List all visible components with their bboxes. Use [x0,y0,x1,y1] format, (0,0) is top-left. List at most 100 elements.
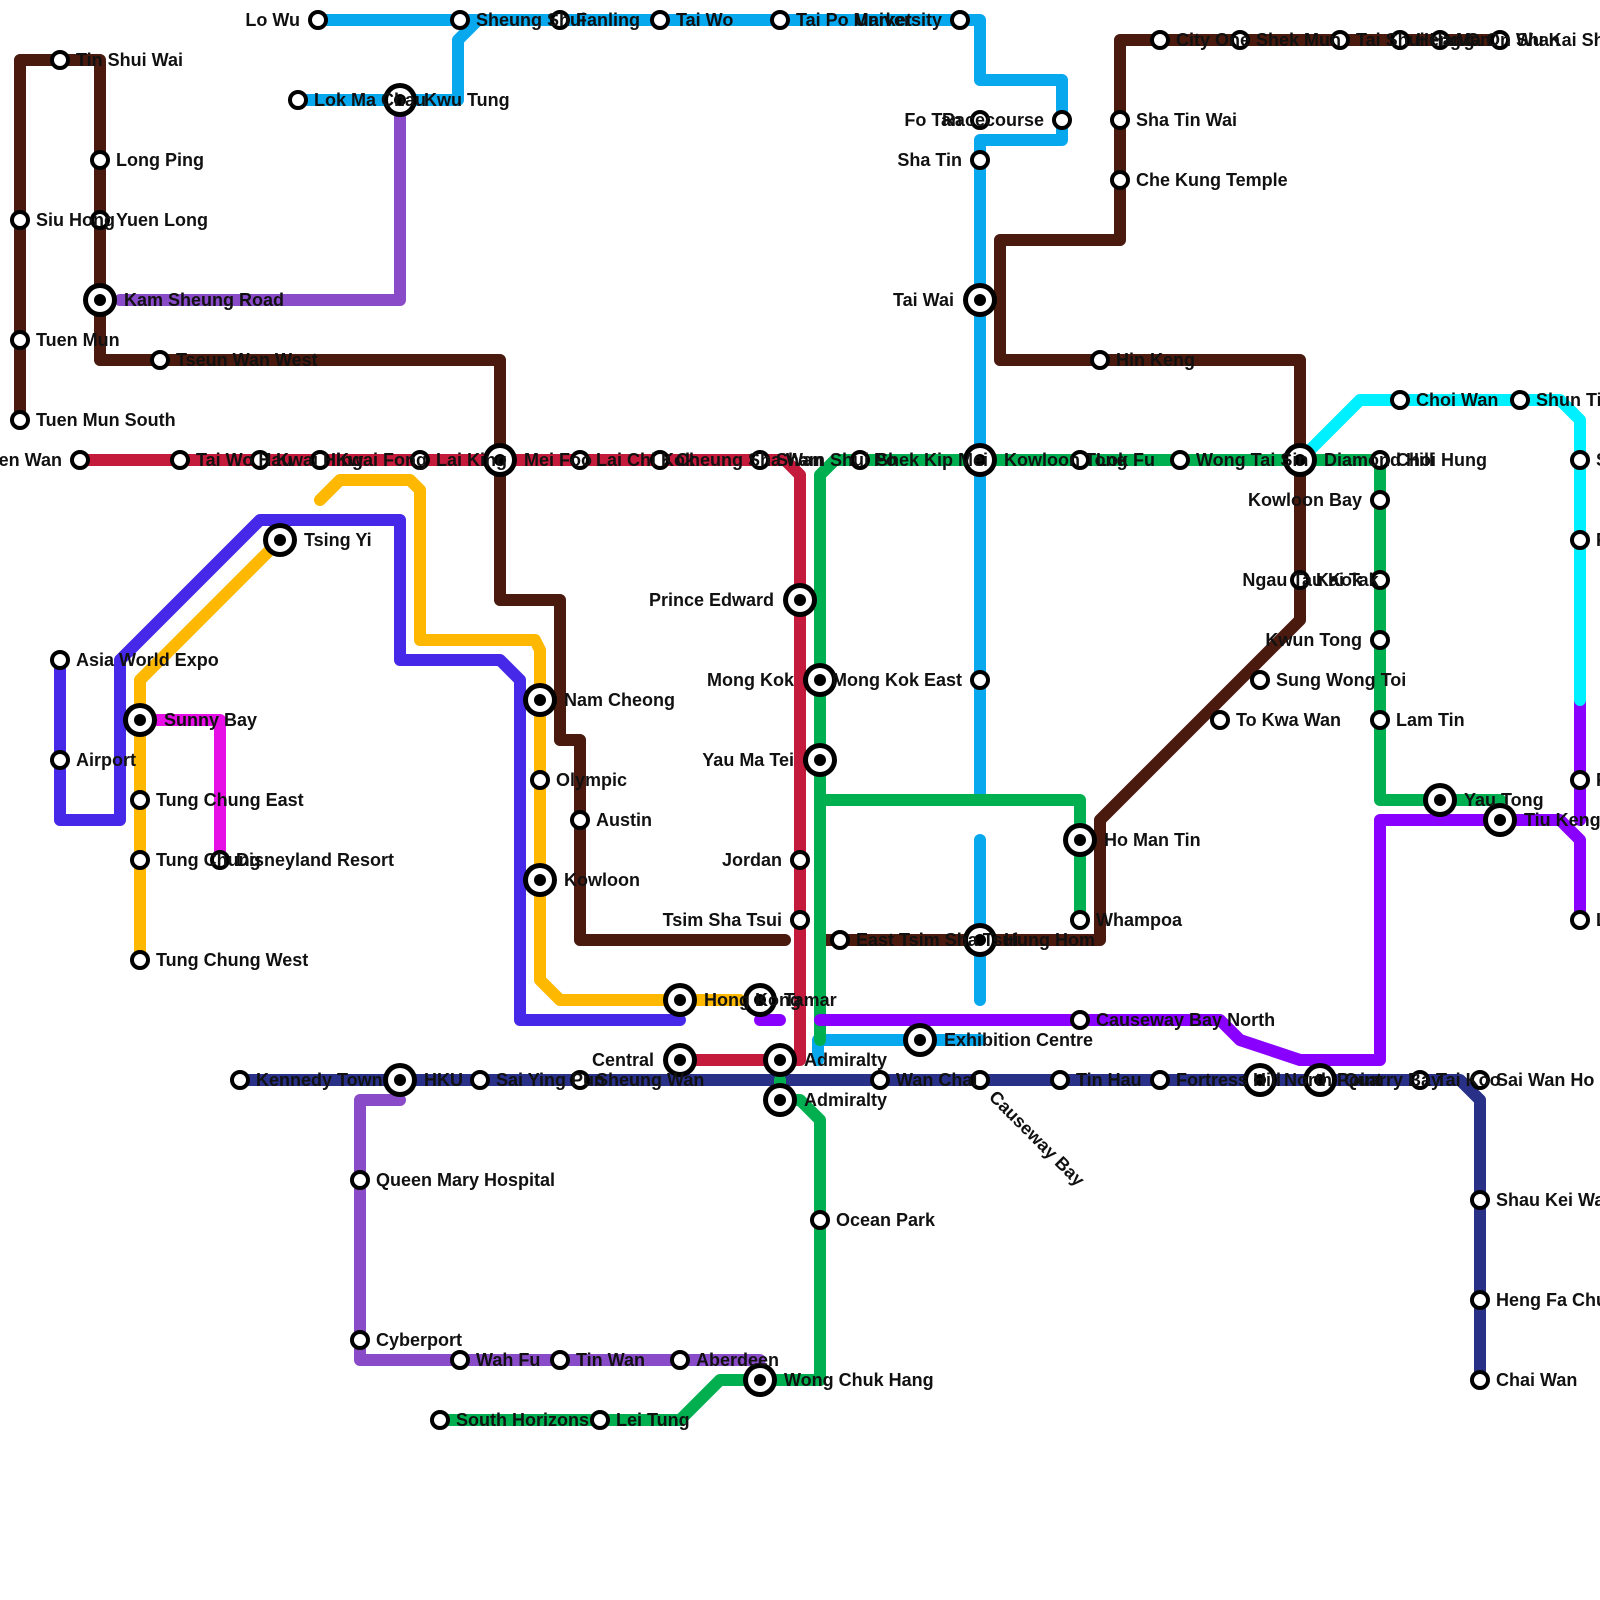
station-label-tuen-mun: Tuen Mun [36,330,120,350]
station-marker-tsim-sha-tsui[interactable] [792,912,808,928]
station-label-yau-tong: Yau Tong [1464,790,1544,810]
station-label-central: Central [592,1050,654,1070]
station-label-lai-king: Lai King [436,450,507,470]
station-marker-sheung-shui[interactable] [452,12,468,28]
station-marker-long-ping[interactable] [92,152,108,168]
station-marker-kwun-tong[interactable] [1372,632,1388,648]
station-marker-east-station-4[interactable] [1572,912,1588,928]
station-marker-tsuen-wan-west[interactable] [152,352,168,368]
station-marker-cyberport[interactable] [352,1332,368,1348]
station-marker-tuen-mun[interactable] [12,332,28,348]
station-label-south-horizons: South Horizons [456,1410,589,1430]
station-marker-choi-wan[interactable] [1392,392,1408,408]
station-label-fanling: Fanling [576,10,640,30]
station-label-university: University [855,10,942,30]
station-label-aberdeen: Aberdeen [696,1350,779,1370]
station-marker-airport[interactable] [52,752,68,768]
station-marker-queen-mary-hospital[interactable] [352,1172,368,1188]
station-label-prince-edward: Prince Edward [649,590,774,610]
station-marker-wah-fu[interactable] [452,1352,468,1368]
station-marker-lei-tung[interactable] [592,1412,608,1428]
station-marker-aberdeen[interactable] [672,1352,688,1368]
station-marker-wong-tai-sin[interactable] [1172,452,1188,468]
station-label-lei-tung: Lei Tung [616,1410,690,1430]
station-marker-tai-wo-hau[interactable] [172,452,188,468]
interchange-dot-hong-kong [674,994,686,1006]
station-marker-hin-keng[interactable] [1092,352,1108,368]
station-label-tung-chung-east: Tung Chung East [156,790,304,810]
station-label-cyberport: Cyberport [376,1330,462,1350]
station-marker-racecourse[interactable] [1054,112,1070,128]
station-marker-tin-shui-wai[interactable] [52,52,68,68]
station-marker-lam-tin[interactable] [1372,712,1388,728]
interchange-dot-hku [394,1074,406,1086]
station-marker-olympic[interactable] [532,772,548,788]
route-ma-on-shan [1300,400,1580,700]
station-marker-tung-chung-east[interactable] [132,792,148,808]
station-marker-austin[interactable] [572,812,588,828]
station-label-east-station-3: F [1596,770,1600,790]
station-label-chai-wan: Chai Wan [1496,1370,1577,1390]
station-marker-shun-tin[interactable] [1512,392,1528,408]
station-label-heng-fa-chuen: Heng Fa Chuen [1496,1290,1600,1310]
station-label-to-kwa-wan: To Kwa Wan [1236,710,1341,730]
interchange-dot-wong-chuk-hang [754,1374,766,1386]
station-marker-tung-chung[interactable] [132,852,148,868]
station-label-yau-ma-tei: Yau Ma Tei [702,750,794,770]
station-marker-east-station-2[interactable] [1572,532,1588,548]
station-marker-sai-ying-pun[interactable] [472,1072,488,1088]
station-marker-lo-wu[interactable] [310,12,326,28]
station-marker-city-one[interactable] [1152,32,1168,48]
station-marker-tung-chung-west[interactable] [132,952,148,968]
station-marker-south-horizons[interactable] [432,1412,448,1428]
station-marker-shau-kei-wan[interactable] [1472,1192,1488,1208]
station-marker-jordan[interactable] [792,852,808,868]
station-label-admiralty-tw: Admiralty [804,1050,887,1070]
station-marker-tai-wo[interactable] [652,12,668,28]
station-marker-east-station-1[interactable] [1572,452,1588,468]
station-label-tin-shui-wai: Tin Shui Wai [76,50,183,70]
station-label-city-one: City One [1176,30,1250,50]
station-marker-fortress-hill[interactable] [1152,1072,1168,1088]
station-marker-kowloon-bay[interactable] [1372,492,1388,508]
station-marker-whampoa[interactable] [1072,912,1088,928]
station-marker-siu-hong[interactable] [12,212,28,228]
station-label-wong-tai-sin: Wong Tai Sin [1196,450,1308,470]
station-marker-chai-wan[interactable] [1472,1372,1488,1388]
station-marker-to-kwa-wan[interactable] [1212,712,1228,728]
station-marker-wan-chai[interactable] [872,1072,888,1088]
interchange-dot-tiu-keng-leng [1494,814,1506,826]
station-label-sai-wan-ho: Sai Wan Ho [1496,1070,1594,1090]
station-marker-tai-po-market[interactable] [772,12,788,28]
station-marker-sung-wong-toi[interactable] [1252,672,1268,688]
station-marker-east-station-3[interactable] [1572,772,1588,788]
station-marker-causeway-bay-north[interactable] [1072,1012,1088,1028]
station-marker-tin-hau[interactable] [1052,1072,1068,1088]
station-marker-tsuen-wan[interactable] [72,452,88,468]
interchange-dot-exhibition-centre [914,1034,926,1046]
station-marker-heng-fa-chuen[interactable] [1472,1292,1488,1308]
station-marker-sha-tin[interactable] [972,152,988,168]
station-marker-sha-tin-wai[interactable] [1112,112,1128,128]
station-label-shek-mun: Shek Mun [1256,30,1341,50]
route-purple-link-1 [360,1100,760,1360]
station-marker-tuen-mun-south[interactable] [12,412,28,428]
station-marker-tin-wan[interactable] [552,1352,568,1368]
station-label-ho-man-tin: Ho Man Tin [1104,830,1201,850]
station-label-tai-koo: Tai Koo [1436,1070,1501,1090]
station-label-mong-kok: Mong Kok [707,670,795,690]
station-marker-ocean-park[interactable] [812,1212,828,1228]
station-marker-east-tsim-sha-tsui[interactable] [832,932,848,948]
station-marker-che-kung-temple[interactable] [1112,172,1128,188]
station-label-jordan: Jordan [722,850,782,870]
station-marker-university[interactable] [952,12,968,28]
station-marker-lok-ma-chau[interactable] [290,92,306,108]
station-marker-kennedy-town[interactable] [232,1072,248,1088]
station-label-shek-kip-mei: Shek Kip Mei [876,450,988,470]
station-marker-mong-kok-east[interactable] [972,672,988,688]
station-marker-asia-world-expo[interactable] [52,652,68,668]
station-label-wah-fu: Wah Fu [476,1350,540,1370]
station-label-kennedy-town: Kennedy Town [256,1070,383,1090]
station-label-asia-world-expo: Asia World Expo [76,650,219,670]
